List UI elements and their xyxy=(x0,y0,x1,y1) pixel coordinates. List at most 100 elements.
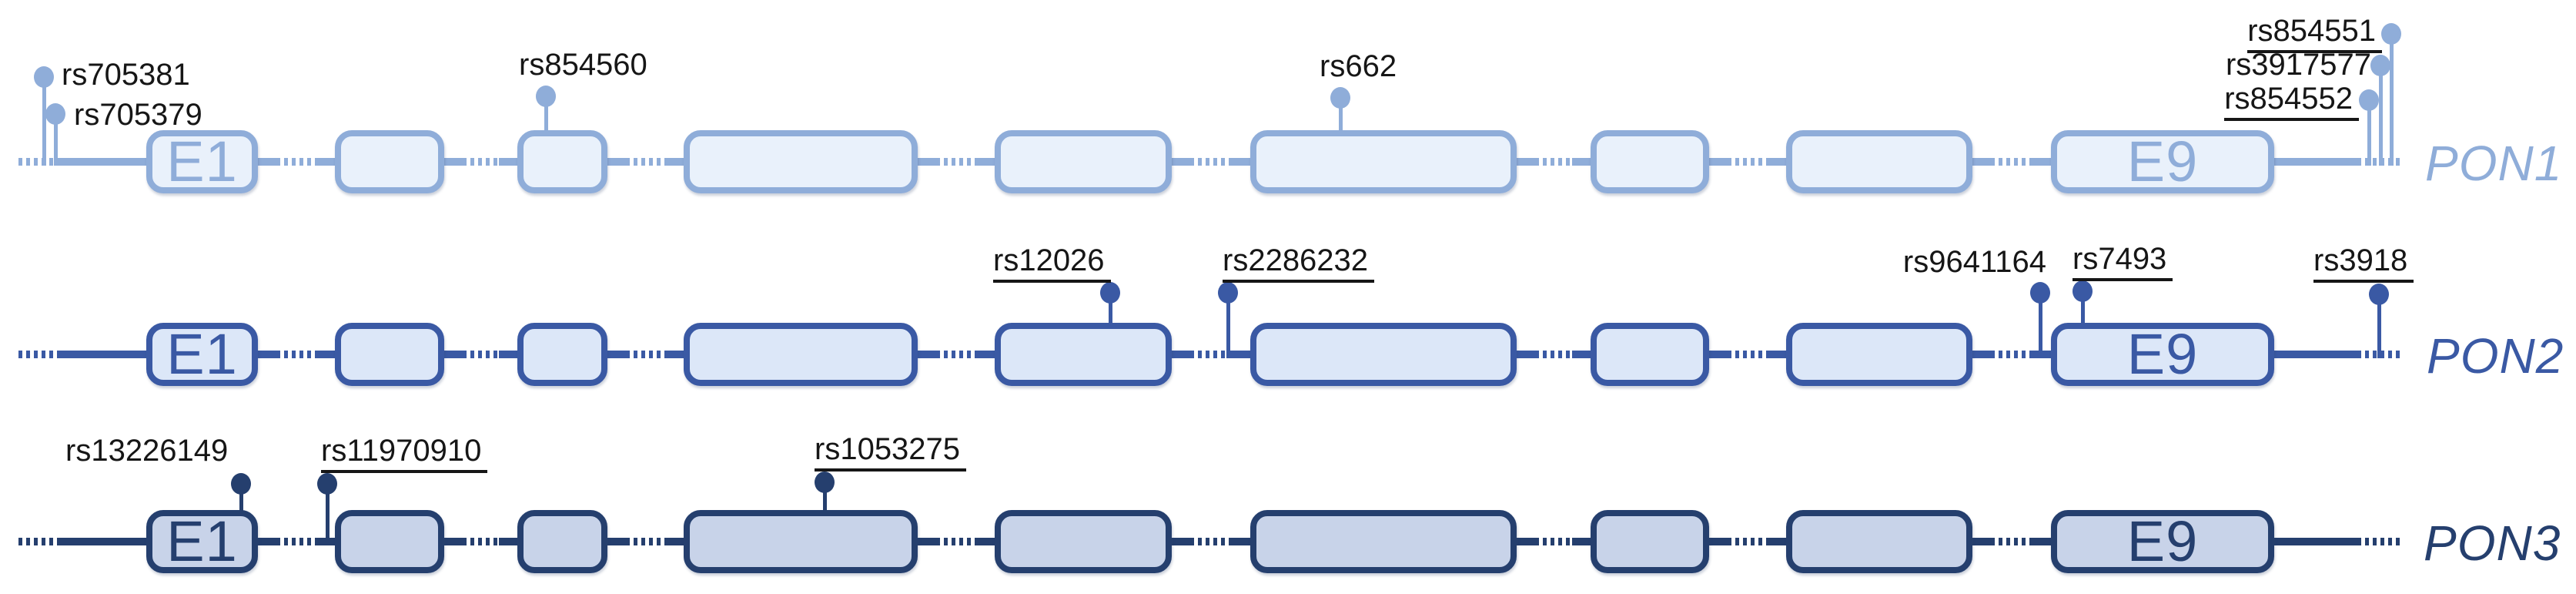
line-solid-segment xyxy=(1709,351,1728,358)
line-solid-segment xyxy=(258,158,276,166)
intron-dotted-segment xyxy=(276,351,316,358)
snp-stem xyxy=(1338,98,1343,134)
snp-label: rs12026 xyxy=(993,243,1111,283)
line-solid-segment xyxy=(1232,351,1250,358)
snp-label: rs13226149 xyxy=(65,434,229,468)
line-solid-segment xyxy=(918,351,936,358)
intron-dotted-segment xyxy=(463,538,499,545)
line-solid-segment xyxy=(1572,158,1591,166)
line-solid-segment xyxy=(1572,538,1591,545)
snp-label: rs9641164 xyxy=(1902,245,2046,279)
snp-stem xyxy=(822,482,827,514)
exon-box-e8 xyxy=(1786,130,1972,193)
intron-dotted-segment xyxy=(1535,351,1572,358)
snp-marker-dot xyxy=(2370,55,2390,76)
line-solid-segment xyxy=(444,538,463,545)
intron-dotted-segment xyxy=(936,351,976,358)
gene-name-label: PON3 xyxy=(2424,515,2561,571)
intron-dotted-segment xyxy=(1190,158,1232,166)
exon-box-e7 xyxy=(1591,510,1709,573)
line-solid-segment xyxy=(1172,351,1190,358)
intron-dotted-segment xyxy=(276,158,316,166)
line-solid-segment xyxy=(1972,351,1991,358)
line-solid-segment xyxy=(607,351,626,358)
snp-label: rs854552 xyxy=(2224,82,2359,121)
exon-box-e1: E1 xyxy=(146,323,258,386)
exon-label: E1 xyxy=(166,509,238,573)
line-solid-segment xyxy=(499,538,517,545)
exon-box-e3 xyxy=(517,323,607,386)
snp-stem xyxy=(2389,34,2394,166)
snp-stem xyxy=(239,484,243,514)
line-solid-segment xyxy=(1172,538,1190,545)
snp-label: rs11970910 xyxy=(321,434,488,473)
exon-box-e5 xyxy=(995,510,1172,573)
snp-label: rs2286232 xyxy=(1223,243,1375,283)
intron-dotted-segment xyxy=(1728,158,1768,166)
snp-marker-dot xyxy=(2030,282,2050,304)
snp-label: rs854551 xyxy=(2247,14,2382,53)
line-solid-segment xyxy=(665,351,684,358)
snp-stem xyxy=(42,77,46,166)
snp-marker-dot xyxy=(34,66,54,88)
line-solid-segment xyxy=(316,351,335,358)
line-solid-segment xyxy=(1768,351,1786,358)
intron-dotted-segment xyxy=(936,538,976,545)
line-solid-segment xyxy=(2274,538,2357,545)
intron-dotted-segment xyxy=(18,158,60,166)
intron-dotted-segment xyxy=(626,351,665,358)
intron-dotted-segment xyxy=(1190,538,1232,545)
exon-box-e3 xyxy=(517,130,607,193)
snp-label: rs3917577 xyxy=(2225,48,2371,82)
intron-dotted-segment xyxy=(626,538,665,545)
intron-dotted-segment xyxy=(276,538,316,545)
snp-marker-dot xyxy=(2381,23,2401,45)
exon-box-e1: E1 xyxy=(146,510,258,573)
intron-dotted-segment xyxy=(1991,538,2032,545)
snp-label: rs705379 xyxy=(74,98,202,132)
snp-marker-dot xyxy=(1330,87,1350,109)
snp-marker-dot xyxy=(2359,89,2379,111)
line-solid-segment xyxy=(60,158,146,166)
line-solid-segment xyxy=(316,158,335,166)
intron-dotted-segment xyxy=(18,351,60,358)
exon-label: E9 xyxy=(2126,322,2199,386)
line-solid-segment xyxy=(1768,538,1786,545)
line-solid-segment xyxy=(2274,158,2357,166)
line-solid-segment xyxy=(1709,538,1728,545)
intron-dotted-segment xyxy=(1535,158,1572,166)
line-solid-segment xyxy=(1972,158,1991,166)
snp-marker-dot xyxy=(317,473,337,495)
line-solid-segment xyxy=(976,351,995,358)
exon-box-e6 xyxy=(1250,323,1517,386)
line-solid-segment xyxy=(1232,158,1250,166)
intron-dotted-segment xyxy=(1991,158,2032,166)
exon-box-e8 xyxy=(1786,510,1972,573)
intron-dotted-segment xyxy=(463,351,499,358)
snp-marker-dot xyxy=(815,472,835,493)
snp-stem xyxy=(53,114,58,166)
snp-label: rs705381 xyxy=(62,58,190,92)
line-solid-segment xyxy=(258,538,276,545)
line-solid-segment xyxy=(444,351,463,358)
line-solid-segment xyxy=(1572,351,1591,358)
intron-dotted-segment xyxy=(18,538,60,545)
snp-marker-dot xyxy=(231,473,251,495)
snp-marker-dot xyxy=(1100,282,1120,304)
snp-stem xyxy=(2080,291,2085,327)
line-solid-segment xyxy=(1709,158,1728,166)
exon-label: E9 xyxy=(2126,129,2199,193)
snp-marker-dot xyxy=(2369,284,2389,305)
exon-box-e8 xyxy=(1786,323,1972,386)
snp-label: rs854560 xyxy=(519,48,647,82)
line-solid-segment xyxy=(1517,351,1535,358)
snp-stem xyxy=(1108,293,1112,327)
snp-stem xyxy=(2378,65,2383,166)
exon-label: E1 xyxy=(166,129,238,193)
line-solid-segment xyxy=(1972,538,1991,545)
line-solid-segment xyxy=(499,351,517,358)
intron-dotted-segment xyxy=(1190,351,1232,358)
exon-box-e9: E9 xyxy=(2051,323,2274,386)
line-solid-segment xyxy=(499,158,517,166)
